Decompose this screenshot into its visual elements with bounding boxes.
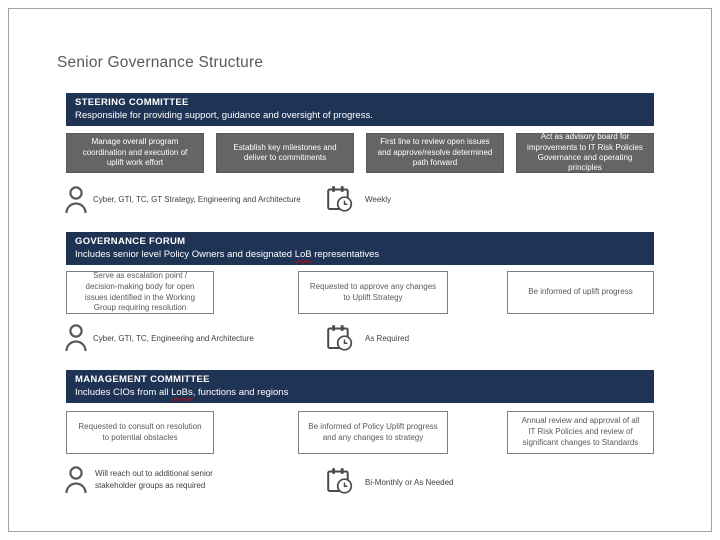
responsibility-box: Serve as escalation point / decision-mak… [66, 271, 214, 314]
person-icon [64, 465, 88, 493]
responsibility-box: Annual review and approval of all IT Ris… [507, 411, 654, 454]
responsibility-box: Manage overall program coordination and … [66, 133, 204, 173]
responsibility-box: Establish key milestones and deliver to … [216, 133, 354, 173]
responsibility-text: Serve as escalation point / decision-mak… [84, 270, 196, 313]
person-icon [64, 185, 88, 213]
subtitle-text: , functions and regions [192, 387, 289, 398]
responsibility-box: Be informed of Policy Uplift progress an… [298, 411, 448, 454]
frequency-label: Bi-Monthly or As Needed [365, 478, 454, 487]
section-title: MANAGEMENT COMMITTEE [75, 374, 210, 385]
subtitle-text: Includes CIOs from all [75, 387, 172, 398]
frequency-label: Weekly [365, 195, 392, 204]
responsibility-text: Be informed of Policy Uplift progress an… [308, 421, 438, 442]
section-header-governance-forum: GOVERNANCE FORUM Includes senior level P… [66, 232, 654, 265]
calendar-clock-icon [326, 324, 354, 352]
subtitle-text: Responsible for providing support, guida… [75, 110, 373, 121]
slide-border [8, 8, 712, 532]
section-subtitle: Responsible for providing support, guida… [75, 110, 644, 121]
person-icon [64, 323, 88, 351]
responsibility-text: Manage overall program coordination and … [82, 137, 188, 168]
section-header-management-committee: MANAGEMENT COMMITTEE Includes CIOs from … [66, 370, 654, 403]
calendar-clock-icon [326, 185, 354, 213]
section-header-steering-committee: STEERING COMMITTEE Responsible for provi… [66, 93, 654, 126]
subtitle-spellcheck-word: LoBs [171, 387, 193, 398]
subtitle-spellcheck-word: LoB [294, 249, 312, 260]
members-label: Cyber, GTI, TC, Engineering and Architec… [93, 334, 254, 343]
responsibility-box: Be informed of uplift progress [507, 271, 654, 314]
responsibility-text: Annual review and approval of all IT Ris… [521, 416, 640, 447]
frequency-label: As Required [365, 334, 410, 343]
section-title: GOVERNANCE FORUM [75, 236, 186, 247]
section-title: STEERING COMMITTEE [75, 97, 189, 108]
responsibility-text: First line to review open issues and app… [377, 137, 493, 168]
members-label: Will reach out to additional senior stak… [95, 469, 213, 490]
section-subtitle: Includes CIOs from all LoBs, functions a… [75, 387, 644, 398]
responsibility-text: Requested to consult on resolution to po… [78, 421, 202, 442]
section-subtitle: Includes senior level Policy Owners and … [75, 249, 644, 260]
page-title: Senior Governance Structure [57, 54, 264, 71]
subtitle-text: Includes senior level Policy Owners and … [75, 249, 295, 260]
responsibility-box: Act as advisory board for improvements t… [516, 132, 654, 173]
responsibility-text: Be informed of uplift progress [528, 287, 633, 297]
calendar-clock-icon [326, 467, 354, 495]
subtitle-text: representatives [311, 249, 380, 260]
responsibility-box: Requested to consult on resolution to po… [66, 411, 214, 454]
members-label: Cyber, GTI, TC, GT Strategy, Engineering… [93, 195, 301, 204]
responsibility-box: First line to review open issues and app… [366, 133, 504, 173]
responsibility-text: Act as advisory board for improvements t… [527, 132, 643, 173]
responsibility-text: Establish key milestones and deliver to … [233, 142, 337, 162]
responsibility-text: Requested to approve any changes to Upli… [309, 281, 437, 302]
responsibility-box: Requested to approve any changes to Upli… [298, 271, 448, 314]
